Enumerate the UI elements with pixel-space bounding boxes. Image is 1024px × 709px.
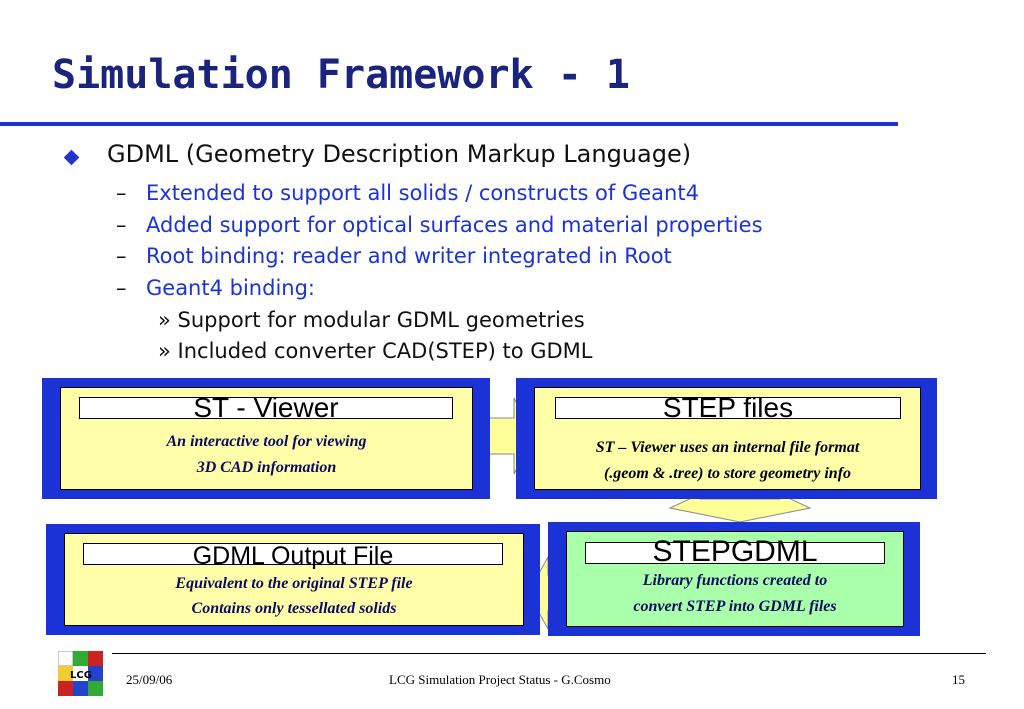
st-viewer-title: ST - Viewer: [193, 392, 339, 423]
footer-title: LCG Simulation Project Status - G.Cosmo: [389, 672, 611, 687]
stepgdml-label-box: [585, 542, 885, 564]
slide-title: Simulation Framework - 1: [52, 52, 630, 98]
dash-marker: –: [116, 276, 127, 300]
st-viewer-label-box: [79, 397, 453, 419]
st-viewer-panel: ST - Viewer An interactive tool for view…: [42, 378, 490, 499]
step-files-panel: STEP files ST – Viewer uses an internal …: [516, 378, 937, 499]
sub-bullet-text: Added support for optical surfaces and m…: [146, 213, 763, 237]
gdml-output-panel: GDML Output File Equivalent to the origi…: [46, 524, 540, 635]
stepgdml-desc-1: Library functions created to: [642, 572, 828, 589]
gdml-output-desc-1: Equivalent to the original STEP file: [175, 575, 413, 592]
st-viewer-desc-2: 3D CAD information: [196, 459, 337, 476]
subsub-bullet-modular: » Support for modular GDML geometries: [158, 308, 585, 332]
st-viewer-desc-1: An interactive tool for viewing: [166, 433, 367, 450]
sub-bullet-text: Geant4 binding:: [146, 276, 315, 300]
subsub-bullet-converter: » Included converter CAD(STEP) to GDML: [158, 339, 593, 363]
sub-bullet-text: Root binding: reader and writer integrat…: [146, 244, 672, 268]
svg-text:LCG: LCG: [70, 670, 92, 681]
gdml-output-desc-2: Contains only tessellated solids: [191, 600, 397, 617]
stepgdml-panel: STEPGDML Library functions created to co…: [548, 522, 920, 636]
footer-rule: [112, 653, 986, 654]
dash-marker: –: [116, 244, 127, 268]
step-files-label-box: [555, 397, 901, 419]
sub-bullet-text: Extended to support all solids / constru…: [146, 181, 699, 205]
stepgdml-card: STEPGDML Library functions created to co…: [566, 531, 904, 627]
dash-marker: –: [116, 213, 127, 237]
step-files-desc-2: (.geom & .tree) to store geometry info: [603, 465, 852, 482]
lcg-logo: LCG: [58, 651, 103, 696]
dash-marker: –: [116, 181, 127, 205]
footer-page-number: 15: [952, 672, 965, 687]
gdml-output-title: GDML Output File: [192, 542, 394, 570]
bullet-gdml-text: GDML (Geometry Description Markup Langua…: [107, 140, 692, 168]
footer-date: 25/09/06: [126, 672, 173, 687]
step-files-card: STEP files ST – Viewer uses an internal …: [534, 387, 921, 490]
st-viewer-card: ST - Viewer An interactive tool for view…: [60, 387, 473, 490]
gdml-output-label-box: [83, 543, 503, 565]
stepgdml-title: STEPGDML: [652, 535, 818, 568]
step-files-title: STEP files: [662, 392, 794, 423]
gdml-output-card: GDML Output File Equivalent to the origi…: [64, 533, 524, 626]
stepgdml-desc-2: convert STEP into GDML files: [633, 598, 837, 615]
title-underline: [0, 122, 898, 126]
step-files-desc-1: ST – Viewer uses an internal file format: [595, 439, 860, 456]
